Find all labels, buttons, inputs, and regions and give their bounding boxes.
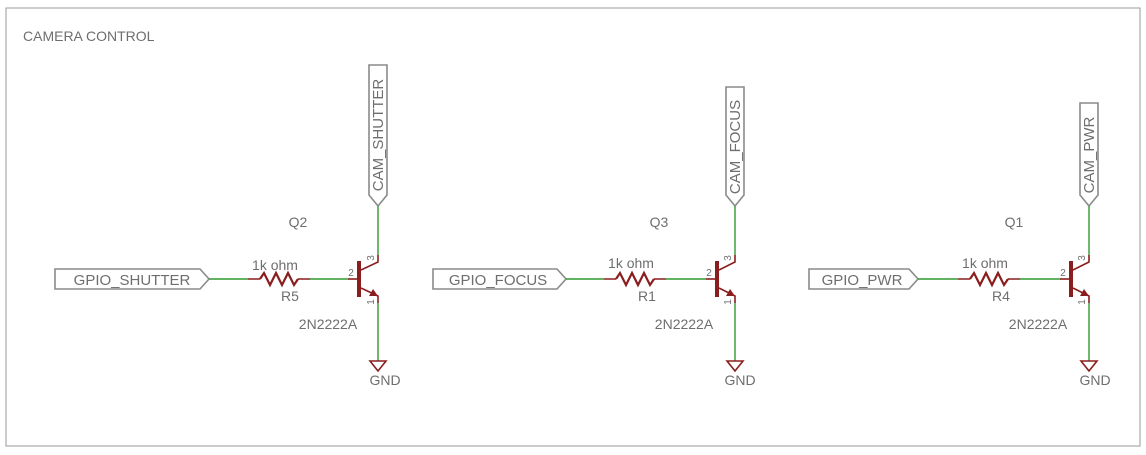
output-port-pwr[interactable] xyxy=(1079,102,1099,208)
pin-collector-q2: 3 xyxy=(366,255,377,261)
pin-emitter-q2: 1 xyxy=(366,299,377,305)
transistor-name-q1: Q1 xyxy=(1005,214,1024,230)
resistor-name-r5: R5 xyxy=(281,288,299,304)
pin-base-q3: 2 xyxy=(706,268,712,279)
input-port-shutter[interactable] xyxy=(54,268,211,290)
output-label-focus: CAM_FOCUS xyxy=(727,100,744,194)
pin-base-q1: 2 xyxy=(1060,268,1066,279)
sheet-frame xyxy=(5,7,1141,447)
transistor-q3-collector xyxy=(718,255,736,271)
transistor-value-q2: 2N2222A xyxy=(299,316,358,332)
input-label-pwr: GPIO_PWR xyxy=(822,272,903,289)
transistor-name-q3: Q3 xyxy=(650,214,669,230)
output-port-shutter[interactable] xyxy=(368,64,388,208)
resistor-r5 xyxy=(259,270,299,288)
emitter-arrow-q1 xyxy=(1080,289,1089,296)
input-port-focus[interactable] xyxy=(432,268,568,290)
ground-symbol-shutter xyxy=(368,360,388,373)
transistor-value-q1: 2N2222A xyxy=(1009,316,1068,332)
output-label-pwr: CAM_PWR xyxy=(1081,116,1098,193)
ground-label-shutter: GND xyxy=(369,372,400,388)
pin-emitter-q3: 1 xyxy=(723,299,734,305)
resistor-r4 xyxy=(969,270,1009,288)
resistor-value-r5: 1k ohm xyxy=(252,257,298,273)
resistor-value-r1: 1k ohm xyxy=(608,255,654,271)
pin-emitter-q1: 1 xyxy=(1077,299,1088,305)
input-label-focus: GPIO_FOCUS xyxy=(449,272,547,289)
ground-symbol-pwr xyxy=(1079,360,1099,373)
sheet-title: CAMERA CONTROL xyxy=(23,28,155,44)
output-port-focus[interactable] xyxy=(725,86,745,208)
input-label-shutter: GPIO_SHUTTER xyxy=(74,272,191,289)
ground-label-focus: GND xyxy=(724,372,755,388)
resistor-name-r4: R4 xyxy=(992,288,1010,304)
output-label-shutter: CAM_SHUTTER xyxy=(370,79,387,192)
stage-shutter: GPIO_SHUTTER 1k ohm R5 CAM_SHUTTER Q2 2N… xyxy=(54,64,401,388)
pin-collector-q1: 3 xyxy=(1077,255,1088,261)
resistor-name-r1: R1 xyxy=(638,288,656,304)
pin-base-q2: 2 xyxy=(348,268,354,279)
ground-symbol-focus xyxy=(725,360,745,373)
resistor-value-r4: 1k ohm xyxy=(962,255,1008,271)
resistor-r1 xyxy=(615,270,655,288)
transistor-q2-collector xyxy=(360,255,379,271)
stage-pwr: GPIO_PWR 1k ohm R4 CAM_PWR Q1 2N2222A 2 … xyxy=(808,102,1111,388)
transistor-q1-collector xyxy=(1072,255,1090,271)
transistor-value-q3: 2N2222A xyxy=(655,316,714,332)
transistor-name-q2: Q2 xyxy=(289,214,308,230)
emitter-arrow-q3 xyxy=(726,289,735,296)
emitter-arrow-q2 xyxy=(369,289,378,296)
pin-collector-q3: 3 xyxy=(723,255,734,261)
ground-label-pwr: GND xyxy=(1079,372,1110,388)
input-port-pwr[interactable] xyxy=(808,268,920,290)
stage-focus: GPIO_FOCUS 1k ohm R1 CAM_FOCUS Q3 2N2222… xyxy=(432,86,756,388)
